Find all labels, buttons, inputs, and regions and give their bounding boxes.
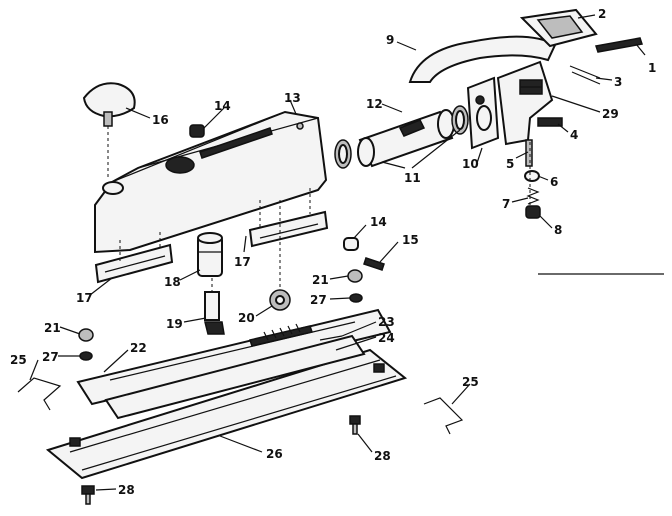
callout-10: 10 xyxy=(462,157,479,171)
callout-27-right: 27 xyxy=(310,293,327,307)
callout-28-right: 28 xyxy=(374,449,391,463)
callout-15: 15 xyxy=(402,233,419,247)
callout-17-left: 17 xyxy=(76,291,93,305)
valve-18 xyxy=(197,232,223,277)
ring-right xyxy=(451,105,469,135)
cylinder xyxy=(357,109,455,168)
callout-1: 1 xyxy=(648,61,656,75)
callout-2: 2 xyxy=(598,7,606,21)
callout-21-right: 21 xyxy=(312,273,329,287)
callout-17-right: 17 xyxy=(234,255,251,269)
washer-27-left xyxy=(79,351,93,361)
callout-18: 18 xyxy=(164,275,181,289)
end-plate xyxy=(466,76,500,150)
foot-right xyxy=(248,188,329,248)
callouts: 1 2 3 4 5 6 7 8 9 10 11 12 13 14 14 15 1… xyxy=(10,7,656,497)
screw-4 xyxy=(537,117,563,127)
base-plate xyxy=(45,334,408,480)
callout-6: 6 xyxy=(550,175,558,189)
plug-lower xyxy=(343,237,359,251)
ring-left xyxy=(334,139,352,169)
callout-27-left: 27 xyxy=(42,350,59,364)
leader-lines xyxy=(29,14,646,491)
callout-25-right: 25 xyxy=(462,375,479,389)
foot-left xyxy=(94,232,174,284)
valve-housing xyxy=(496,60,554,146)
nipple-19 xyxy=(204,278,225,335)
clip-25-left xyxy=(17,377,62,411)
pin-15 xyxy=(363,257,385,271)
plug-top xyxy=(189,124,205,138)
callout-28-left: 28 xyxy=(118,483,135,497)
callout-29: 29 xyxy=(602,107,619,121)
callout-21-left: 21 xyxy=(44,321,61,335)
clip-25-right xyxy=(423,397,464,435)
screw-28-left xyxy=(81,485,95,505)
callout-16: 16 xyxy=(152,113,169,127)
guide-plate xyxy=(76,308,392,406)
tool-body xyxy=(94,110,328,254)
trigger xyxy=(519,8,598,48)
spring-pin xyxy=(569,65,601,85)
callout-20: 20 xyxy=(238,311,255,325)
callout-14-top: 14 xyxy=(214,99,231,113)
callout-24: 24 xyxy=(378,331,395,345)
valve-stem xyxy=(524,139,541,219)
callout-8: 8 xyxy=(554,223,562,237)
gear xyxy=(269,200,291,311)
callout-3: 3 xyxy=(614,75,622,89)
pin xyxy=(595,37,643,53)
callout-25-left: 25 xyxy=(10,353,27,367)
callout-14-lower: 14 xyxy=(370,215,387,229)
callout-13: 13 xyxy=(284,91,301,105)
callout-22: 22 xyxy=(130,341,147,355)
callout-23: 23 xyxy=(378,315,395,329)
callout-5: 5 xyxy=(506,157,514,171)
nut-21-left xyxy=(78,328,94,342)
washer-27-right xyxy=(349,293,363,303)
callout-9: 9 xyxy=(386,33,394,47)
callout-26: 26 xyxy=(266,447,283,461)
callout-19: 19 xyxy=(166,317,183,331)
callout-11: 11 xyxy=(404,171,421,185)
callout-4: 4 xyxy=(570,128,578,142)
clip-23 xyxy=(319,335,343,341)
callout-7: 7 xyxy=(502,197,510,211)
nut-21-right xyxy=(347,269,363,283)
callout-12: 12 xyxy=(366,97,383,111)
knob xyxy=(82,82,136,180)
screw-28-right xyxy=(349,415,361,435)
